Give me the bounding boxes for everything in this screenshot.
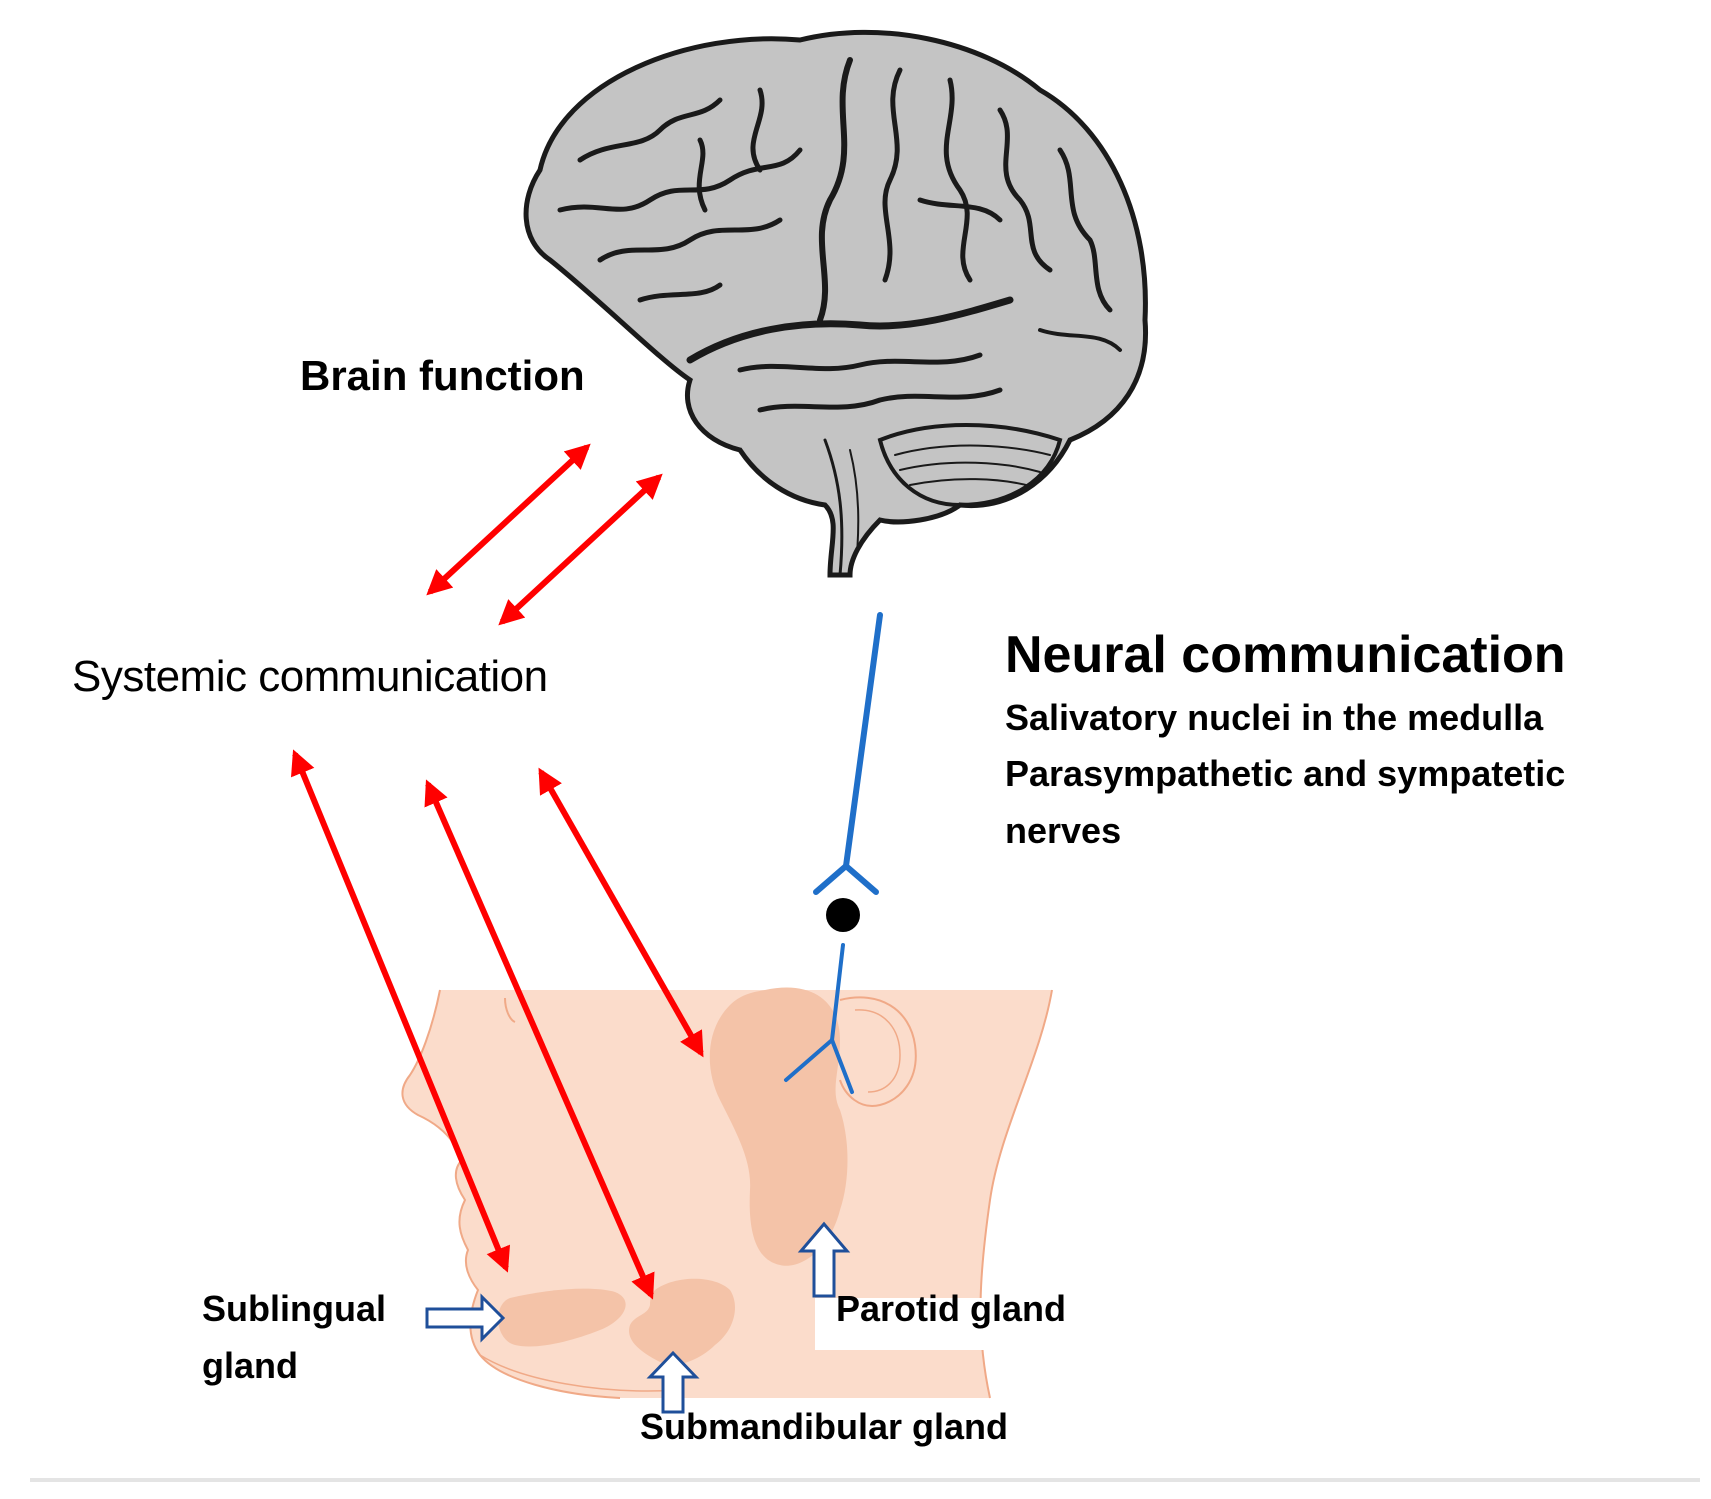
synaptic-terminal [813, 863, 879, 895]
neural-communication-title: Neural communication [1005, 626, 1566, 684]
cerebellum-outline [877, 423, 1063, 508]
nerve-branch-right [830, 1038, 854, 1094]
parotid-gland-label: Parotid gland [836, 1288, 1067, 1329]
neural-detail-line: nerves [1005, 810, 1122, 851]
jaw-line [479, 1354, 681, 1392]
neural-detail-line: Salivatory nuclei in the medulla [1005, 697, 1544, 738]
ganglion-dot [826, 898, 860, 932]
arrow-brain-systemic-1 [426, 443, 591, 596]
systemic-communication-label: Systemic communication [72, 652, 548, 701]
brain-function-label: Brain function [300, 352, 585, 399]
preganglionic-fiber [843, 612, 883, 869]
neural-pathway [784, 612, 883, 1094]
postganglionic-fiber [830, 943, 845, 1042]
lateral-sulcus [686, 296, 1014, 364]
central-sulcus [817, 57, 853, 323]
sublingual-gland-label-line2: gland [202, 1345, 298, 1386]
submandibular-pointer-arrow [646, 1350, 700, 1414]
brain-outline [523, 29, 1149, 578]
gland-pointer-arrows [425, 1221, 851, 1414]
submandibular-gland-shape [629, 1278, 735, 1365]
sublingual-gland-shape [498, 1288, 626, 1347]
submandibular-gland-label: Submandibular gland [640, 1406, 1009, 1447]
parotid-pointer-arrow [797, 1221, 851, 1298]
nerve-branch-left [784, 1038, 834, 1082]
ear-inner [854, 1009, 901, 1093]
ear-outline [839, 996, 917, 1107]
parotid-label-backdrop [815, 1298, 1005, 1350]
sublingual-pointer-arrow [425, 1293, 506, 1343]
arrow-systemic-parotid [538, 767, 704, 1058]
arrow-brain-systemic-2 [498, 473, 663, 626]
brainstem-outline [823, 438, 844, 575]
systemic-arrows [290, 443, 704, 1300]
sublingual-gland-label: Sublingual [202, 1288, 386, 1329]
neural-detail-line: Parasympathetic and sympatetic [1005, 753, 1566, 794]
brain-illustration [523, 29, 1149, 578]
